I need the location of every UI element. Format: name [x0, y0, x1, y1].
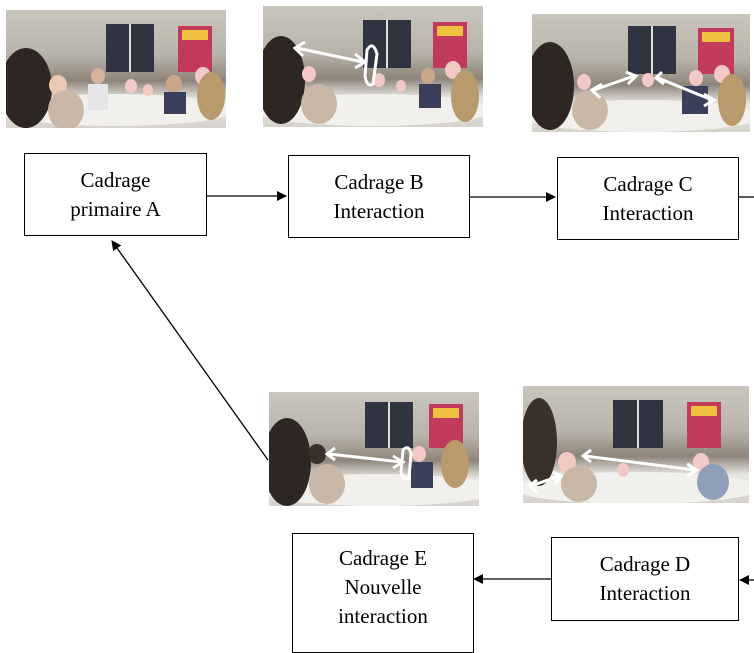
box-e-line1: Cadrage E: [338, 546, 428, 570]
meeting-photo-e: [269, 392, 479, 506]
box-d-line2: Interaction: [599, 581, 691, 605]
box-a-line1: Cadrage: [80, 167, 151, 192]
box-b-line1: Cadrage B: [334, 169, 424, 194]
box-e-line3: interaction: [338, 604, 428, 628]
box-c-line2: Interaction: [602, 200, 694, 225]
box-cadrage-d: Cadrage D Interaction: [551, 537, 739, 621]
meeting-photo-b: [263, 6, 483, 127]
box-d-line1: Cadrage D: [599, 552, 691, 576]
meeting-photo-c: [532, 14, 750, 132]
box-b-line2: Interaction: [333, 198, 425, 223]
box-c-line1: Cadrage C: [603, 171, 693, 196]
box-cadrage-e: Cadrage E Nouvelle interaction: [292, 533, 474, 653]
box-cadrage-b: Cadrage B Interaction: [288, 155, 470, 238]
box-cadrage-primaire-a: Cadrage primaire A: [24, 153, 207, 236]
meeting-photo-d: [523, 386, 749, 503]
box-cadrage-c: Cadrage C Interaction: [557, 157, 739, 240]
meeting-photo-a: [6, 10, 226, 128]
box-a-line2: primaire A: [70, 196, 161, 221]
box-e-line2: Nouvelle: [344, 575, 422, 599]
arrow-photo-e-to-a: [111, 240, 269, 461]
